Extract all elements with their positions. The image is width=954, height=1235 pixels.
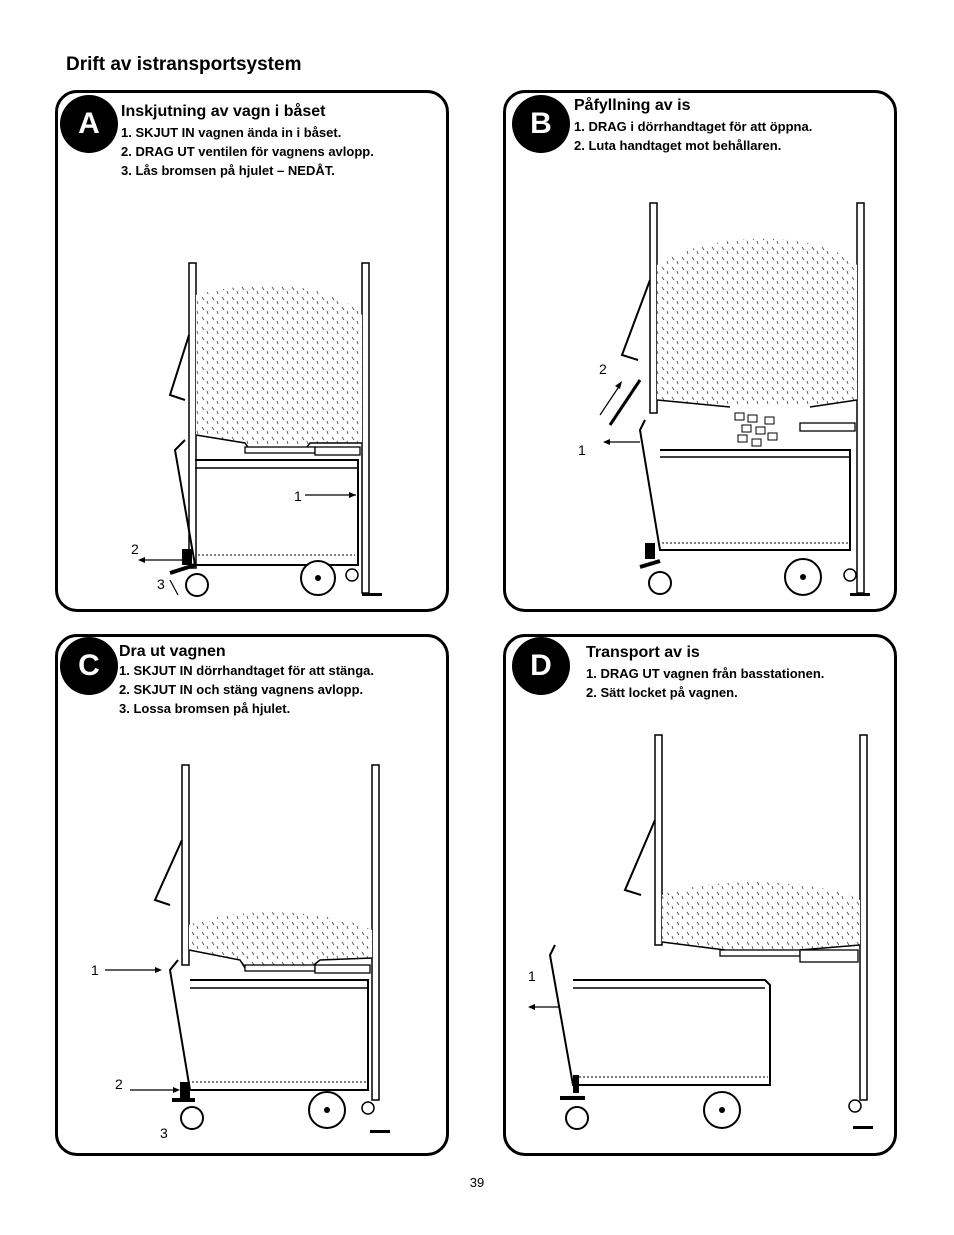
panel-d-title: Transport av is: [586, 644, 700, 661]
panel-d-callout-1: 1: [528, 968, 536, 984]
panel-c-callout-3: 3: [160, 1125, 168, 1141]
panel-a-step-1: 1. SKJUT IN vagnen ända in i båset.: [121, 125, 342, 140]
panel-a-title: Inskjutning av vagn i båset: [121, 103, 326, 120]
panel-a-callout-2: 2: [131, 541, 139, 557]
panel-c-step-1: 1. SKJUT IN dörrhandtaget för att stänga…: [119, 663, 374, 678]
panel-b-callout-1: 1: [578, 442, 586, 458]
panel-c-badge: C: [60, 637, 118, 695]
panel-d-step-2: 2. Sätt locket på vagnen.: [586, 685, 738, 700]
panel-a-step-3: 3. Lås bromsen på hjulet – NEDÅT.: [121, 163, 335, 178]
panel-b-illustration: [599, 202, 870, 596]
panel-a-callout-3: 3: [157, 576, 165, 592]
panel-c-callout-1: 1: [91, 962, 99, 978]
panel-a-illustration: [138, 262, 382, 597]
panel-c-callout-2: 2: [115, 1076, 123, 1092]
page-number: 39: [469, 1175, 485, 1190]
panel-c-illustration: [105, 764, 390, 1133]
panel-a-badge: A: [60, 95, 118, 153]
panel-c-title: Dra ut vagnen: [119, 643, 226, 660]
panel-b-step-1: 1. DRAG i dörrhandtaget för att öppna.: [574, 119, 813, 134]
panel-d-badge: D: [512, 637, 570, 695]
panel-b-step-2: 2. Luta handtaget mot behållaren.: [574, 138, 782, 153]
panel-a-step-2: 2. DRAG UT ventilen för vagnens avlopp.: [121, 144, 374, 159]
panel-a-callout-1: 1: [294, 488, 302, 504]
panel-b-title: Påfyllning av is: [574, 97, 691, 114]
panel-b-callout-2: 2: [599, 361, 607, 377]
panel-d-illustration: [528, 734, 873, 1130]
panel-c: [55, 634, 449, 1156]
panel-c-steps: 1. SKJUT IN dörrhandtaget för att stänga…: [119, 661, 374, 718]
panel-d-step-1: 1. DRAG UT vagnen från basstationen.: [586, 666, 825, 681]
panel-b-steps: 1. DRAG i dörrhandtaget för att öppna. 2…: [574, 117, 812, 155]
panel-d-steps: 1. DRAG UT vagnen från basstationen. 2. …: [586, 664, 824, 702]
panel-b-badge: B: [512, 95, 570, 153]
page-title: Drift av istransportsystem: [66, 54, 302, 75]
panel-c-step-2: 2. SKJUT IN och stäng vagnens avlopp.: [119, 682, 364, 697]
panel-c-step-3: 3. Lossa bromsen på hjulet.: [119, 701, 291, 716]
panel-a-steps: 1. SKJUT IN vagnen ända in i båset. 2. D…: [121, 123, 374, 180]
